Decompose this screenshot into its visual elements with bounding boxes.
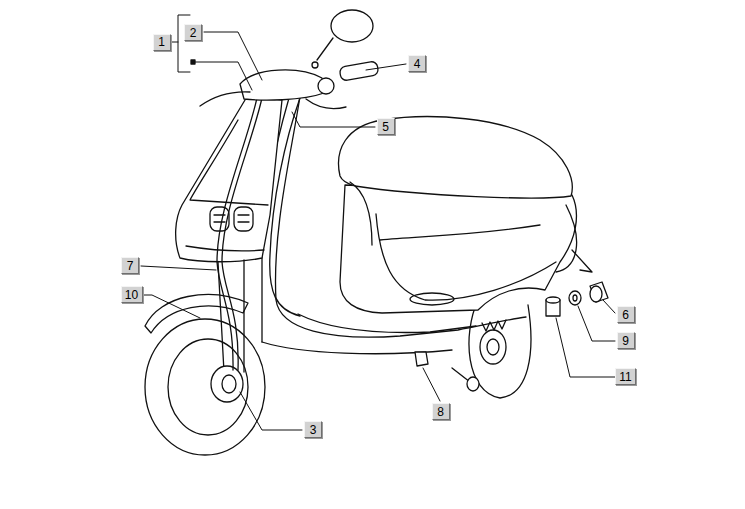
part-cap <box>590 286 602 302</box>
callout-box: 8 <box>432 403 450 420</box>
rear-body <box>340 185 576 313</box>
callout-box: 10 <box>121 286 143 303</box>
leader-line <box>578 306 615 341</box>
rear-hub-inner <box>487 339 499 355</box>
fork <box>218 260 244 372</box>
front-hub <box>211 366 243 402</box>
front-wheel <box>145 319 265 455</box>
front-rim <box>168 339 248 435</box>
callout-box: 2 <box>184 24 202 41</box>
rear-hub <box>480 330 506 364</box>
leader-line <box>172 42 178 43</box>
vent-slot <box>214 215 249 222</box>
brake-lever <box>306 99 346 109</box>
callout-box: 9 <box>617 332 635 349</box>
leader-line <box>141 266 216 270</box>
callout-box: 11 <box>615 368 636 385</box>
leader-line <box>423 368 440 401</box>
tail-fin <box>556 205 577 272</box>
leader-line <box>144 295 200 318</box>
callout-box: 1 <box>153 34 171 51</box>
side-trim <box>410 293 454 305</box>
brake-lever <box>200 92 250 106</box>
part-bush <box>569 291 581 305</box>
vent <box>234 207 253 231</box>
floorboard <box>298 314 476 332</box>
callout-box: 4 <box>408 55 426 72</box>
callout-number: 6 <box>622 308 629 322</box>
callout-number: 8 <box>437 405 444 419</box>
mirror <box>331 10 373 42</box>
callout-number: 3 <box>310 423 317 437</box>
front-shield <box>176 95 282 262</box>
front-brake-cable <box>222 98 262 370</box>
grip <box>339 61 379 81</box>
rear-brake-cable <box>275 96 526 337</box>
callout-number: 10 <box>125 288 138 302</box>
seat <box>339 117 573 198</box>
front-fender <box>145 295 248 333</box>
cable-spring <box>482 320 506 331</box>
tail-fin <box>572 250 592 272</box>
leader-line <box>366 64 406 70</box>
leader-line <box>240 392 302 430</box>
leader-line <box>195 62 252 90</box>
mirror-nut <box>312 62 318 68</box>
part-cap <box>590 282 608 302</box>
seat-seam <box>350 182 372 245</box>
callout-number: 9 <box>622 334 629 348</box>
switch-housing <box>318 78 334 94</box>
callout-number: 2 <box>190 26 197 40</box>
mirror-stem <box>317 38 333 60</box>
part-bush-hole <box>573 295 577 301</box>
bracket-marker <box>191 60 195 64</box>
callout-number: 5 <box>382 120 389 134</box>
front-shield-line <box>186 246 264 251</box>
leader-line <box>292 112 375 127</box>
callout-box: 7 <box>121 257 139 274</box>
part-screw-head <box>467 377 479 391</box>
part-screw <box>452 368 470 382</box>
callout-number: 11 <box>619 370 631 384</box>
front-hub-inner <box>222 375 236 393</box>
headset <box>240 70 324 100</box>
callout-number: 4 <box>414 57 421 71</box>
leader-line <box>556 318 615 377</box>
vent <box>210 207 229 231</box>
part-sleeve <box>546 297 560 303</box>
callout-box: 5 <box>377 118 395 135</box>
leader-line <box>204 32 262 80</box>
side-panel-line <box>376 214 556 300</box>
callout-box: 6 <box>617 306 635 323</box>
callout-box: 3 <box>304 421 322 438</box>
front-brake-cable <box>217 98 257 370</box>
part-nut <box>415 352 428 366</box>
leader-line <box>603 300 615 313</box>
callout-number: 1 <box>158 35 165 49</box>
side-panel-line <box>380 225 540 240</box>
callout-number: 7 <box>127 259 134 273</box>
